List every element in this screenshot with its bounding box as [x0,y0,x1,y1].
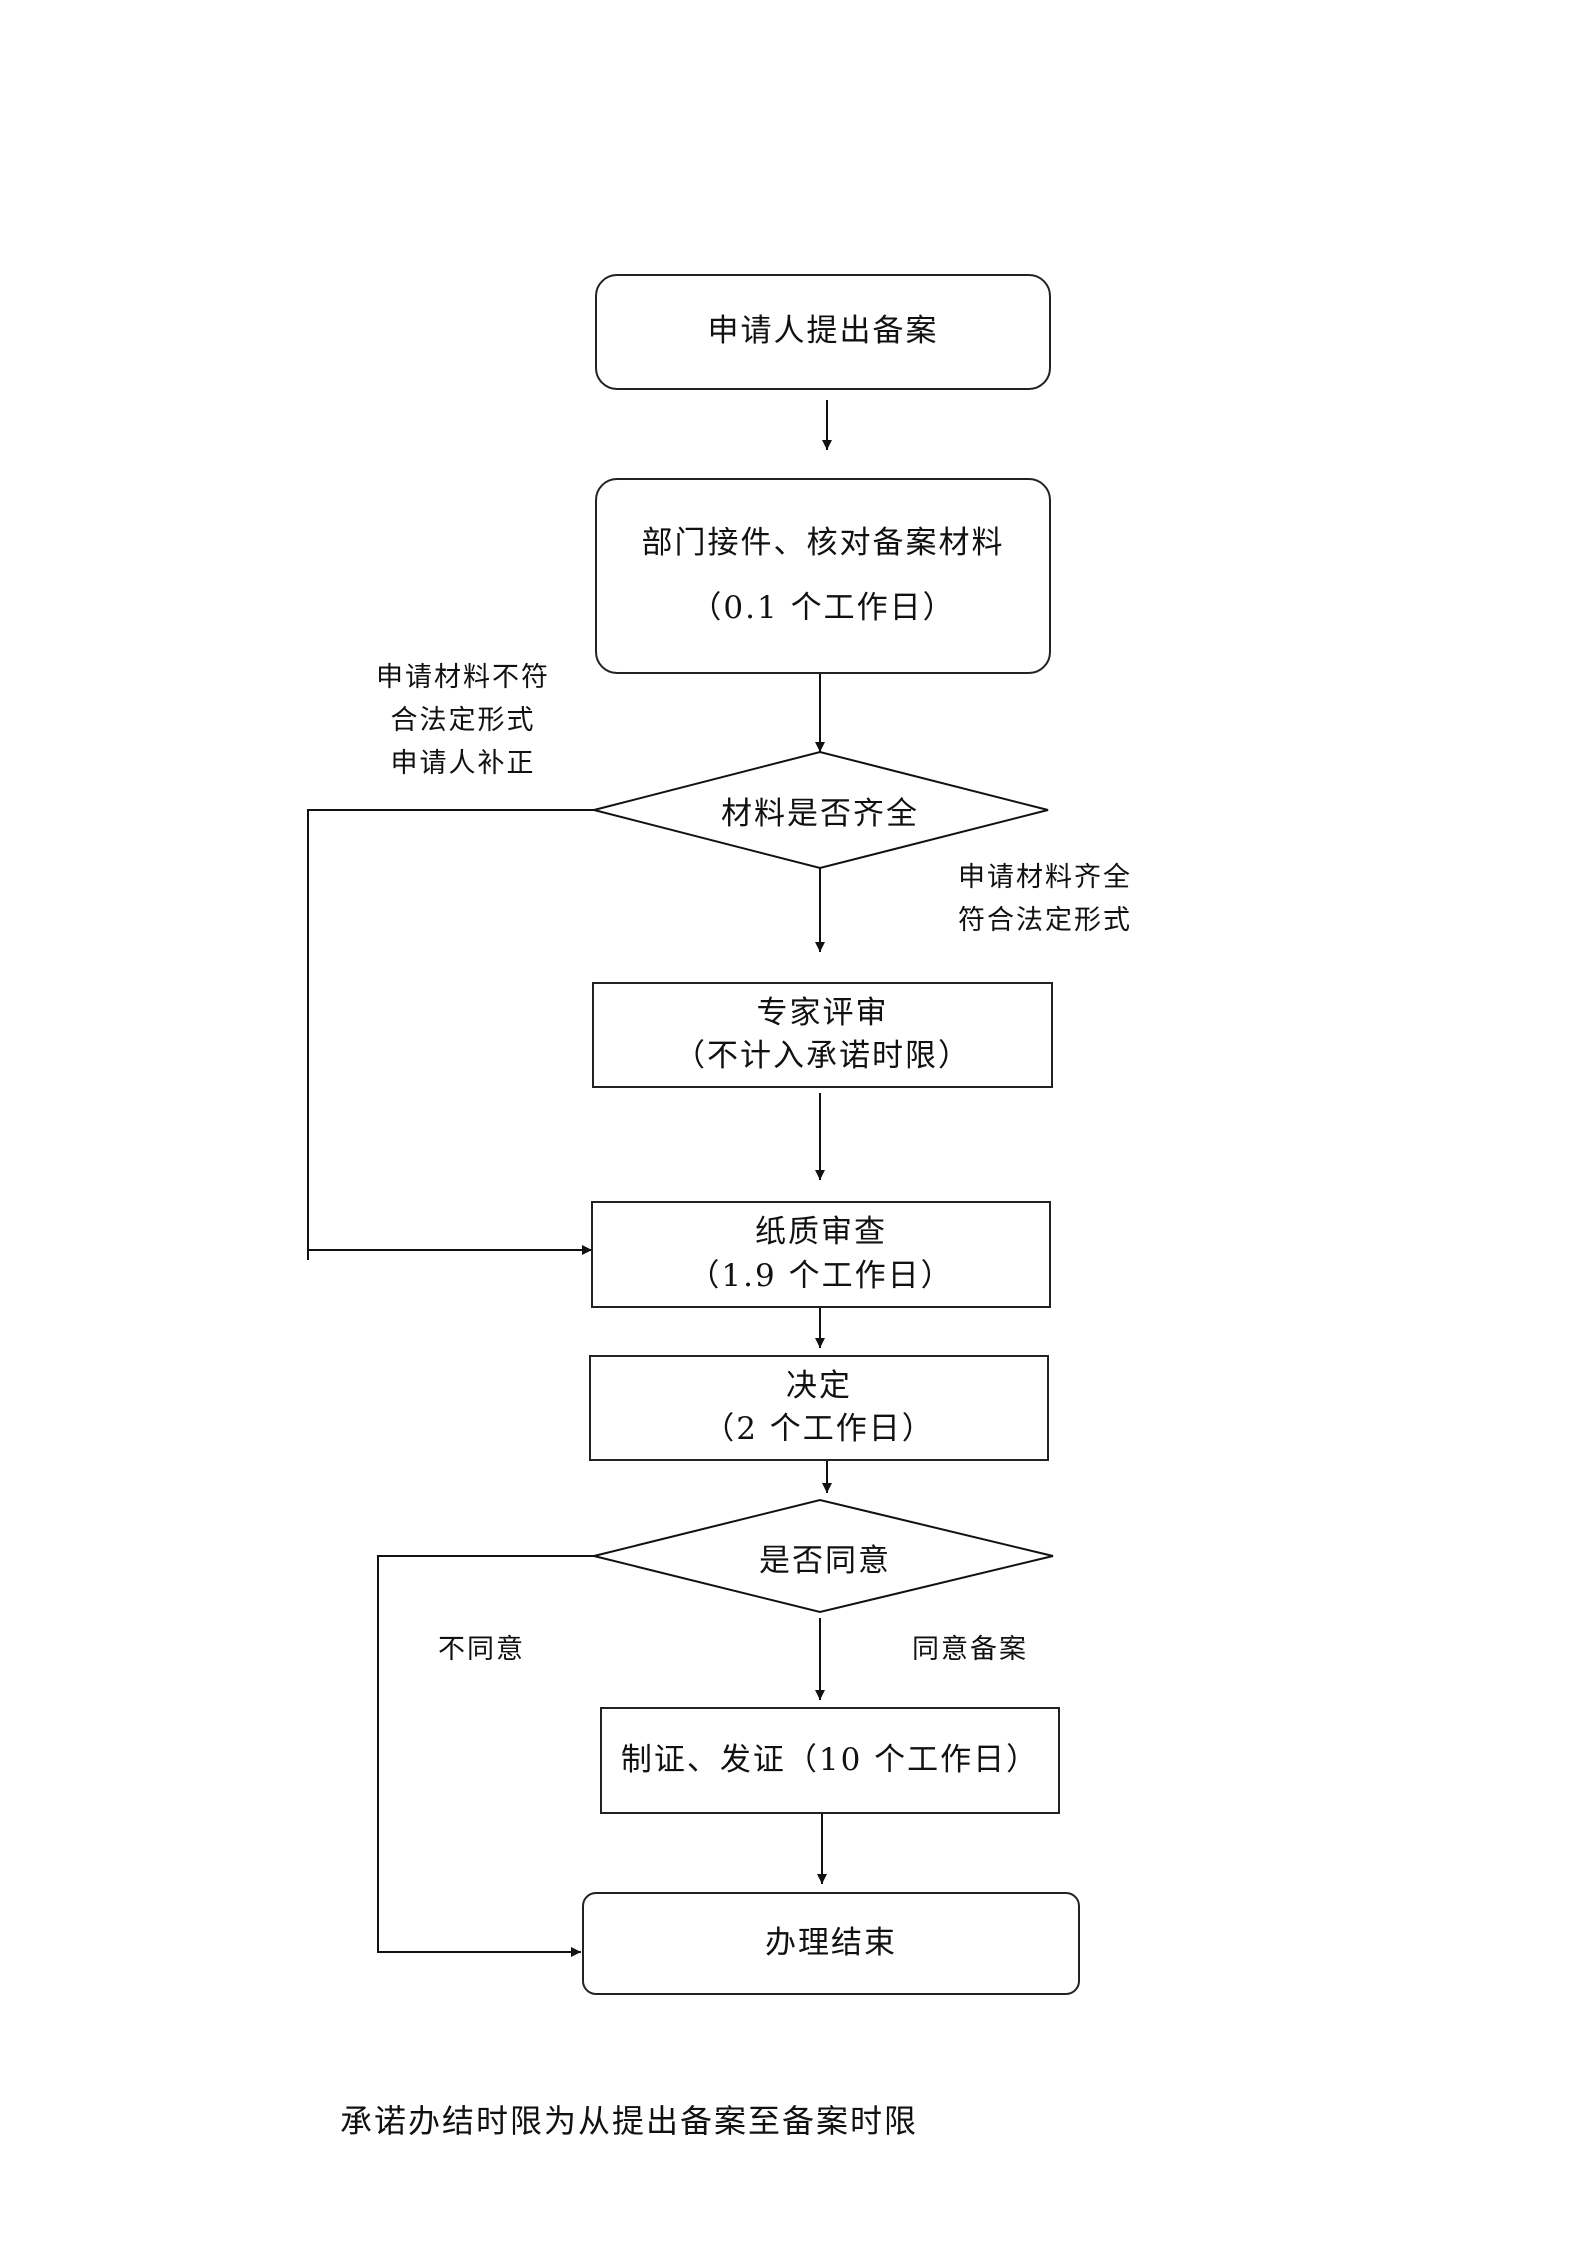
label-complete: 申请材料齐全 符合法定形式 [958,856,1132,942]
node-decision-line2: （2 个工作日） [703,1411,935,1447]
arrow-disagree-to-end [377,1555,594,1957]
node-start: 申请人提出备案 [595,274,1051,390]
label-incomplete-line1: 申请材料不符 [376,662,550,693]
label-complete-line2: 符合法定形式 [958,905,1132,937]
node-certificate: 制证、发证（10 个工作日） [600,1707,1060,1814]
footnote: 承诺办结时限为从提出备案至备案时限 [340,2102,919,2140]
node-decision: 决定 （2 个工作日） [589,1355,1049,1461]
diamond-check-materials [593,750,1049,870]
agree-text: 是否同意 [759,1543,891,1579]
node-paper-review-line2: （1.9 个工作日） [688,1257,954,1294]
node-receive-line1: 部门接件、核对备案材料 [641,524,1005,561]
node-paper-review: 纸质审查 （1.9 个工作日） [591,1201,1051,1308]
node-expert-review-line1: 专家评审 [756,994,889,1031]
label-disagree: 不同意 [438,1634,525,1665]
node-expert-review: 专家评审 （不计入承诺时限） [592,982,1053,1088]
node-start-text: 申请人提出备案 [707,313,939,350]
node-expert-review-line2: （不计入承诺时限） [674,1038,971,1074]
label-incomplete-line3: 申请人补正 [390,748,536,780]
node-paper-review-line1: 纸质审查 [755,1214,887,1251]
node-end: 办理结束 [582,1892,1080,1995]
node-receive: 部门接件、核对备案材料 （0.1 个工作日） [595,478,1051,674]
label-incomplete: 申请材料不符 合法定形式 申请人补正 [376,656,550,786]
diamond-agree [593,1498,1054,1614]
node-decision-line1: 决定 [786,1367,852,1404]
node-certificate-text: 制证、发证（10 个工作日） [620,1741,1040,1778]
check-materials-text: 材料是否齐全 [721,796,919,832]
node-end-text: 办理结束 [765,1924,897,1961]
label-complete-line1: 申请材料齐全 [958,862,1132,893]
node-receive-line2: （0.1 个工作日） [690,590,956,626]
label-incomplete-line2: 合法定形式 [390,705,536,737]
label-agree: 同意备案 [912,1634,1028,1665]
arrow-incomplete-to-paper [307,809,594,1255]
